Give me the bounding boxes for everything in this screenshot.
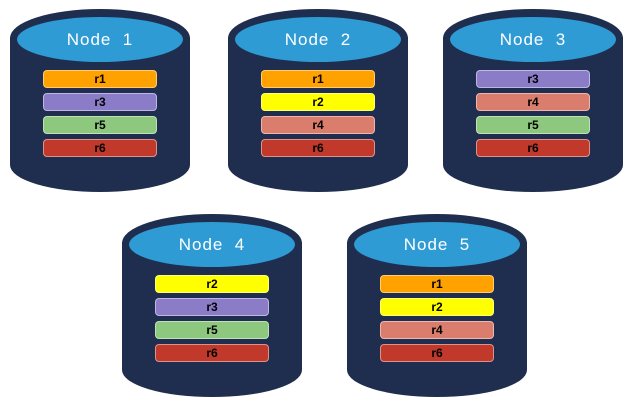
replica-bar-r3: r3 xyxy=(155,298,269,316)
replica-bar-r2: r2 xyxy=(155,275,269,293)
replica-bar-r5: r5 xyxy=(476,116,590,134)
replica-label: r3 xyxy=(94,95,106,109)
cylinder-top-face: Node 2 xyxy=(235,17,401,62)
replica-label: r4 xyxy=(431,323,443,337)
replica-list: r2 r3 r5 r6 xyxy=(155,275,269,362)
replica-bar-r6: r6 xyxy=(380,344,494,362)
replica-list: r1 r2 r4 r6 xyxy=(261,70,375,157)
replica-list: r1 r2 r4 r6 xyxy=(380,275,494,362)
replica-bar-r4: r4 xyxy=(261,116,375,134)
node-title: Node 1 xyxy=(66,29,134,49)
replica-label: r4 xyxy=(527,95,539,109)
database-node: Node 3 r3 r4 r5 r6 xyxy=(443,9,623,192)
replica-label: r2 xyxy=(312,95,324,109)
database-node: Node 5 r1 r2 r4 r6 xyxy=(347,214,527,397)
replica-list: r3 r4 r5 r6 xyxy=(476,70,590,157)
replica-label: r2 xyxy=(206,277,218,291)
replica-bar-r2: r2 xyxy=(380,298,494,316)
replica-list: r1 r3 r5 r6 xyxy=(43,70,157,157)
replica-bar-r3: r3 xyxy=(476,70,590,88)
cylinder-top-face: Node 1 xyxy=(17,17,183,62)
database-node: Node 2 r1 r2 r4 r6 xyxy=(228,9,408,192)
replica-label: r1 xyxy=(431,277,443,291)
node-title: Node 5 xyxy=(403,234,471,254)
replica-bar-r6: r6 xyxy=(43,139,157,157)
replica-bar-r4: r4 xyxy=(476,93,590,111)
replica-bar-r3: r3 xyxy=(43,93,157,111)
replica-label: r3 xyxy=(527,72,539,86)
replica-label: r5 xyxy=(206,323,218,337)
replica-bar-r4: r4 xyxy=(380,321,494,339)
replica-label: r6 xyxy=(431,346,443,360)
replica-label: r2 xyxy=(431,300,443,314)
database-node: Node 1 r1 r3 r5 r6 xyxy=(10,9,190,192)
replica-label: r1 xyxy=(312,72,324,86)
replica-bar-r2: r2 xyxy=(261,93,375,111)
replica-bar-r1: r1 xyxy=(261,70,375,88)
cylinder-top-face: Node 5 xyxy=(354,222,520,267)
replica-bar-r1: r1 xyxy=(380,275,494,293)
replica-label: r6 xyxy=(206,346,218,360)
replica-bar-r5: r5 xyxy=(155,321,269,339)
node-title: Node 2 xyxy=(284,29,352,49)
replica-label: r3 xyxy=(206,300,218,314)
replica-label: r6 xyxy=(94,141,106,155)
database-node: Node 4 r2 r3 r5 r6 xyxy=(122,214,302,397)
replica-label: r4 xyxy=(312,118,324,132)
replica-label: r6 xyxy=(312,141,324,155)
replica-bar-r1: r1 xyxy=(43,70,157,88)
replica-label: r6 xyxy=(527,141,539,155)
replica-label: r1 xyxy=(94,72,106,86)
replica-bar-r6: r6 xyxy=(476,139,590,157)
replica-bar-r5: r5 xyxy=(43,116,157,134)
replica-bar-r6: r6 xyxy=(261,139,375,157)
cylinder-top-face: Node 3 xyxy=(450,17,616,62)
replica-bar-r6: r6 xyxy=(155,344,269,362)
cylinder-top-face: Node 4 xyxy=(129,222,295,267)
node-title: Node 4 xyxy=(178,234,246,254)
replica-label: r5 xyxy=(527,118,539,132)
node-title: Node 3 xyxy=(499,29,567,49)
replica-label: r5 xyxy=(94,118,106,132)
